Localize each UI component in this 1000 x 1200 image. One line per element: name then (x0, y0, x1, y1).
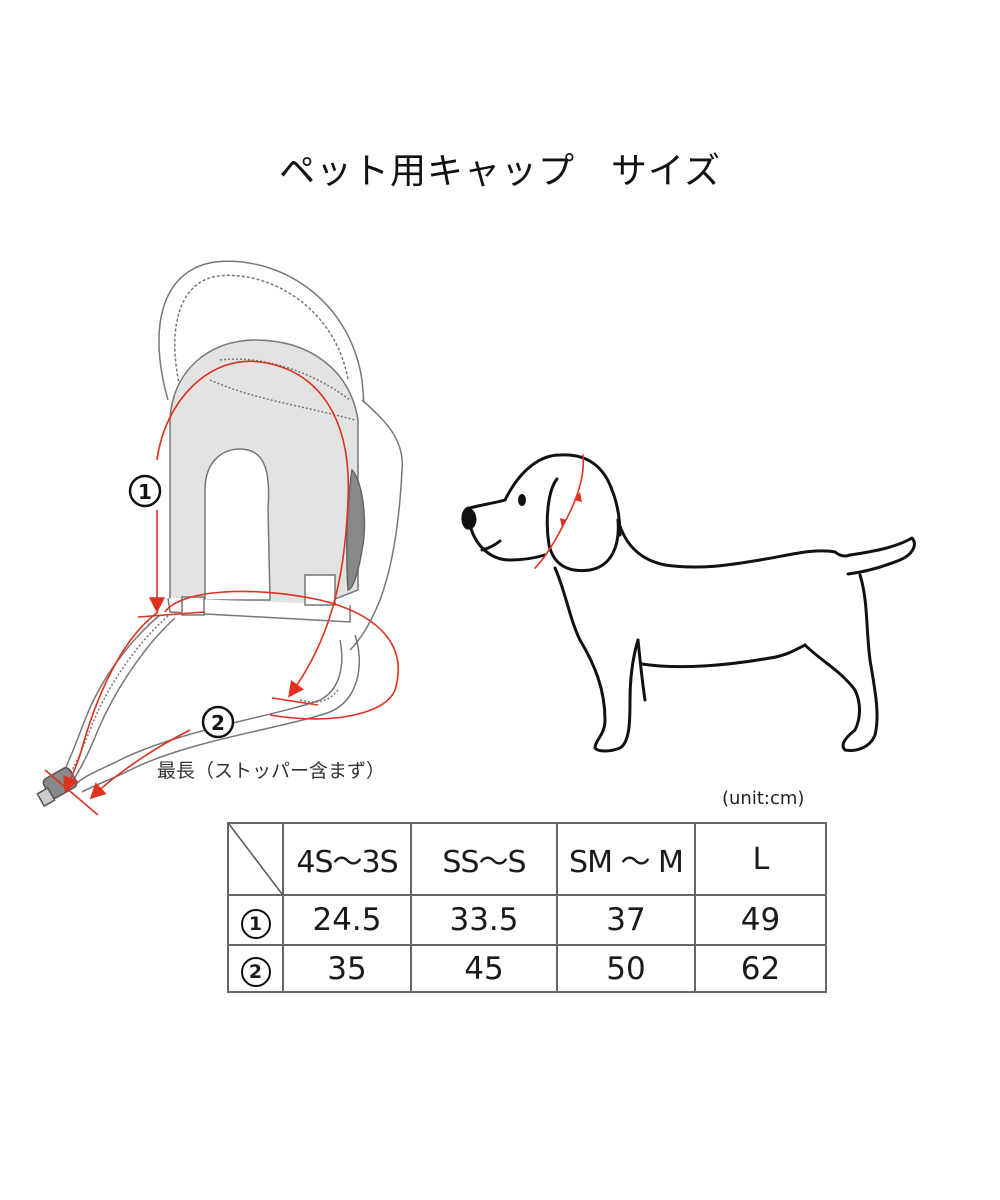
row-label: 1 (227, 894, 284, 946)
title-main: ペット用キャップ (279, 151, 576, 192)
col-header: L (694, 822, 827, 896)
table-row: 1 24.5 33.5 37 49 (227, 894, 827, 946)
corner-cell (227, 822, 284, 896)
marker-2: 2 (201, 705, 235, 739)
title-sub: サイズ (611, 151, 721, 192)
illustrations: 1 2 (36, 260, 916, 816)
table-cell: 33.5 (410, 894, 558, 946)
table-cell: 35 (282, 944, 412, 993)
table-cell: 50 (556, 944, 696, 993)
col-header: SS〜S (410, 822, 558, 896)
table-row: 2 35 45 50 62 (227, 944, 827, 993)
row-label: 2 (227, 944, 284, 993)
unit-label: (unit:cm) (722, 788, 805, 809)
max-length-note: 最長（ストッパー含まず） (157, 760, 386, 782)
table-cell: 49 (694, 894, 827, 946)
size-table: 4S〜3S SS〜S SM 〜 M L 1 24.5 33.5 37 49 2 … (227, 822, 827, 993)
page-title: ペット用キャップサイズ (0, 142, 1000, 194)
col-header: SM 〜 M (556, 822, 696, 896)
table-cell: 37 (556, 894, 696, 946)
svg-text:1: 1 (138, 480, 152, 504)
measurement-lines (44, 360, 399, 816)
table-cell: 24.5 (282, 894, 412, 946)
table-header-row: 4S〜3S SS〜S SM 〜 M L (227, 822, 827, 896)
col-header: 4S〜3S (282, 822, 412, 896)
table-cell: 62 (694, 944, 827, 993)
dog-illustration (461, 453, 916, 753)
marker-1: 1 (128, 474, 162, 508)
svg-text:2: 2 (211, 711, 225, 735)
table-cell: 45 (410, 944, 558, 993)
pet-cap-illustration (36, 260, 403, 808)
